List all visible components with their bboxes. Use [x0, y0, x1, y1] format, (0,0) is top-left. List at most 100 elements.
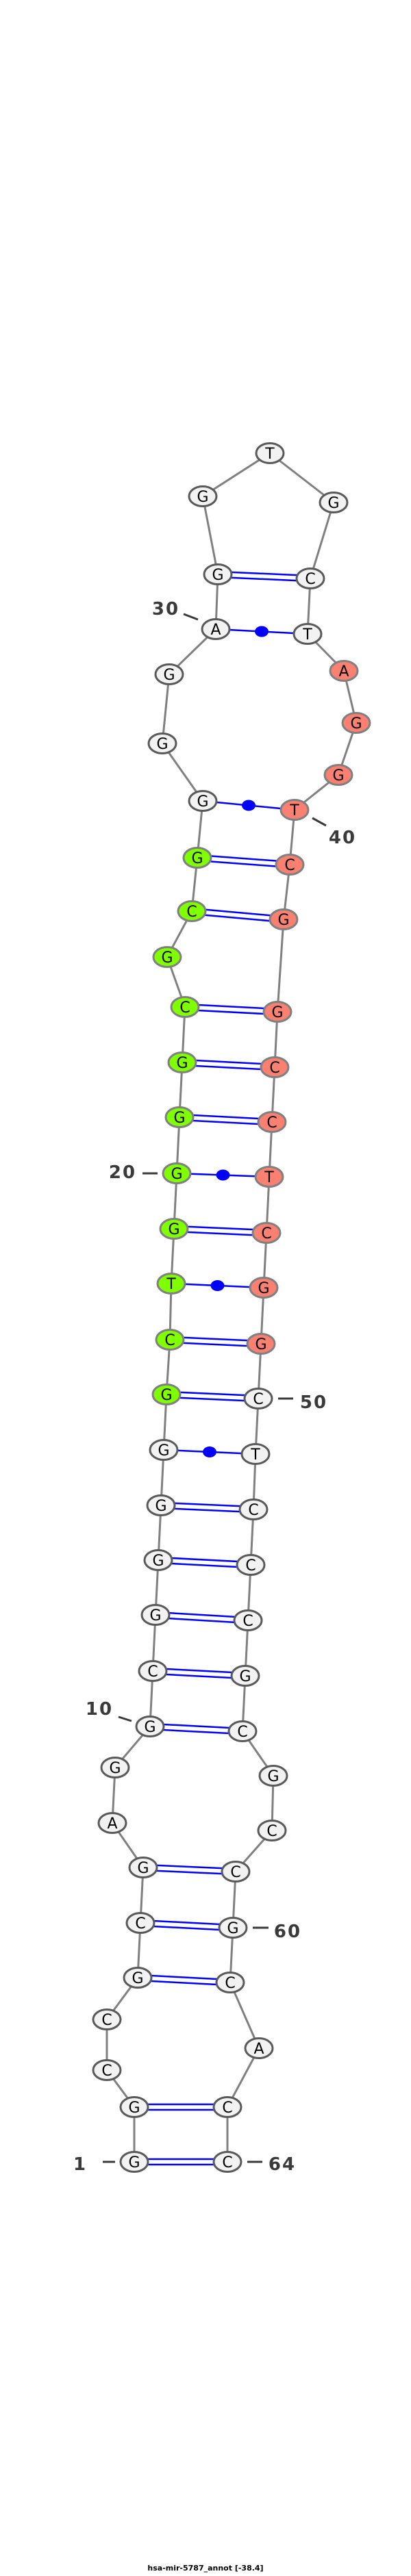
nucleotide-33: T — [255, 442, 285, 464]
nucleotide-61: C — [215, 1972, 245, 1993]
nucleotide-39: G — [323, 764, 353, 786]
nucleotide-circle — [149, 1439, 179, 1461]
backbone-link — [269, 452, 334, 504]
nucleotide-letter: G — [227, 1920, 238, 1937]
nucleotide-45: C — [257, 1111, 287, 1133]
nucleotide-12: G — [140, 1604, 171, 1626]
canonical-pair-bond — [170, 1336, 262, 1342]
nucleotide-30: A — [201, 618, 231, 640]
nucleotide-letter: T — [166, 1276, 176, 1293]
canonical-pair-bond — [161, 1501, 254, 1508]
nucleotide-letter: G — [156, 736, 168, 753]
nucleotide-29: G — [154, 663, 184, 685]
nucleotide-10: G — [135, 1716, 165, 1737]
nucleotide-circle — [323, 764, 353, 786]
position-label-20: 20 — [109, 1162, 136, 1183]
nucleotide-circle — [128, 1857, 158, 1878]
nucleotide-20: G — [162, 1162, 192, 1184]
nucleotide-circle — [260, 1056, 290, 1078]
nucleotide-letter: G — [212, 567, 223, 584]
position-label-40: 40 — [329, 828, 356, 848]
nucleotide-circle — [212, 2096, 242, 2118]
canonical-pair-bond — [185, 1003, 278, 1010]
nucleotide-letter: G — [327, 495, 339, 512]
nucleotide-letter: A — [253, 2041, 264, 2058]
canonical-pair-bond — [149, 1728, 242, 1735]
nucleotide-60: G — [218, 1917, 248, 1939]
nucleotide-2: G — [119, 2096, 149, 2118]
canonical-pair-bond — [184, 1008, 277, 1016]
nucleotide-letter: G — [271, 1004, 283, 1021]
nucleotide-letter: C — [186, 904, 197, 921]
canonical-pair-bond — [182, 1064, 275, 1071]
nucleotide-5: G — [123, 1967, 153, 1989]
nucleotide-circle — [233, 1609, 263, 1631]
nucleotide-letter: G — [149, 1607, 161, 1624]
nucleotide-letter: G — [258, 1280, 269, 1297]
nucleotide-circle — [255, 442, 285, 464]
nucleotide-21: G — [164, 1106, 195, 1128]
nucleotide-circle — [218, 1917, 248, 1939]
nucleotide-letter: C — [305, 571, 315, 588]
nucleotide-letter: G — [163, 667, 175, 684]
nucleotide-18: T — [156, 1273, 186, 1295]
nucleotide-letter: G — [161, 949, 173, 967]
nucleotide-letter: G — [332, 767, 344, 785]
nucleotide-circle — [92, 2008, 122, 2030]
nucleotide-circle — [295, 568, 325, 589]
canonical-pair-bond — [197, 854, 290, 863]
nucleotide-circle — [215, 1972, 245, 1993]
structure-title: hsa-mir-5787_annot [-38.4] — [147, 2564, 264, 2573]
position-tick — [183, 613, 199, 621]
nucleotide-43: G — [262, 1001, 292, 1023]
nucleotide-circle — [154, 663, 184, 685]
nucleotide-circle — [119, 2096, 149, 2118]
nucleotide-letter: A — [210, 622, 221, 639]
nucleotide-circle — [125, 1912, 155, 1934]
nucleotide-letter: G — [128, 2100, 140, 2117]
position-tick — [118, 1716, 132, 1722]
nucleotide-letter: C — [248, 1502, 258, 1519]
nucleotide-49: G — [246, 1333, 276, 1355]
canonical-pair-bond — [155, 1611, 249, 1619]
canonical-pair-bond — [218, 570, 311, 577]
nucleotide-letter: C — [242, 1613, 253, 1630]
nucleotide-circle — [143, 1549, 173, 1571]
canonical-pair-bond — [152, 1672, 245, 1680]
nucleotide-letter: C — [284, 857, 295, 874]
nucleotide-circle — [182, 847, 212, 869]
nucleotide-circle — [151, 1383, 182, 1405]
nucleotide-letter: C — [269, 1060, 279, 1077]
canonical-pair-bond — [192, 907, 284, 918]
backbone — [105, 452, 358, 2162]
nucleotide-letter: C — [222, 2100, 232, 2117]
nucleotide-letter: C — [225, 1975, 235, 1992]
nucleotide-letter: G — [137, 1860, 149, 1877]
canonical-pair-bond — [169, 1341, 261, 1348]
nucleotide-letter: C — [179, 999, 190, 1017]
nucleotide-14: G — [146, 1494, 176, 1516]
nucleotide-54: C — [233, 1609, 263, 1631]
canonical-pair-bond — [158, 1556, 251, 1564]
nucleotide-letter: C — [230, 1864, 240, 1881]
canonical-pair-bond — [173, 1230, 266, 1237]
canonical-pair-bond — [142, 1869, 236, 1876]
canonical-pair-bond — [179, 1113, 273, 1121]
nucleotide-circle — [246, 1333, 276, 1355]
nucleotide-circle — [140, 1604, 171, 1626]
nucleotide-40: T — [279, 799, 310, 821]
nucleotide-48: G — [249, 1277, 279, 1299]
nucleotide-letter: G — [155, 1498, 166, 1515]
position-label-60: 60 — [274, 1922, 301, 1942]
nucleotide-circle — [249, 1277, 279, 1299]
canonical-pair-bond — [166, 1396, 258, 1403]
nucleotide-circle — [155, 1329, 185, 1351]
nucleotide-circle — [100, 1757, 130, 1778]
nucleotide-letter: G — [144, 1719, 155, 1736]
nucleotide-38: G — [341, 712, 371, 734]
nucleotide-letter: G — [132, 1970, 143, 1987]
canonical-pair-bond — [140, 1924, 233, 1932]
backbone-link — [201, 496, 219, 575]
nucleotide-circle — [162, 1162, 192, 1184]
nucleotide-37: A — [329, 660, 359, 682]
